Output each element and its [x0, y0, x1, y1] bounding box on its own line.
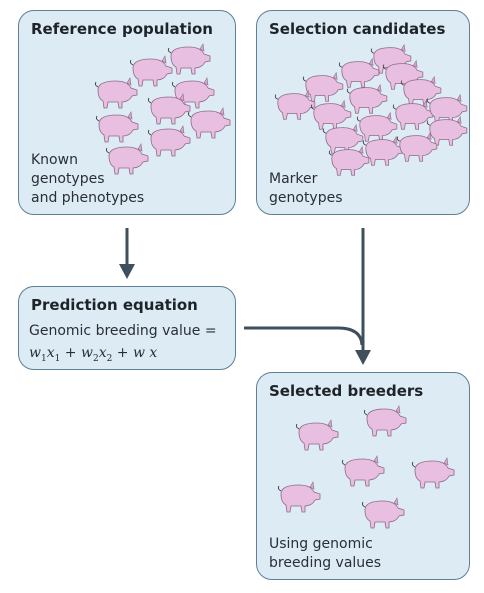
candidates-desc-line-2: genotypes — [269, 190, 343, 206]
eq-plus-2: + — [112, 345, 133, 361]
selected-breeders-box: Selected breeders Using genomic breeding… — [256, 372, 470, 580]
eq-x3: x — [144, 345, 158, 361]
arrow-reference-to-prediction — [119, 228, 135, 279]
arrow-prediction-merge — [244, 326, 364, 346]
eq-x1: x — [46, 345, 55, 361]
equation-line-2: w1x1 + w2x2 + w x — [29, 345, 157, 364]
eq-w2-sub: 2 — [92, 353, 99, 364]
eq-w2: w — [81, 345, 93, 361]
eq-x2-sub: 2 — [106, 353, 113, 364]
reference-desc-line-3: and phenotypes — [31, 190, 145, 206]
eq-w1: w — [29, 345, 41, 361]
arrow-down-icon — [119, 264, 135, 279]
reference-desc-line-1: Known — [31, 152, 78, 168]
breeders-desc-line-2: breeding values — [269, 555, 382, 571]
arrow-candidates-to-breeders — [355, 228, 371, 365]
eq-x1-sub: 1 — [54, 353, 61, 364]
arrow-down-icon — [355, 350, 371, 365]
prediction-equation-title: Prediction equation — [31, 296, 198, 314]
reference-desc-line-2: genotypes — [31, 171, 105, 187]
equation-line-1: Genomic breeding value = — [29, 323, 217, 339]
selection-candidates-title: Selection candidates — [269, 20, 446, 38]
eq-w3: w — [133, 345, 145, 361]
candidates-desc-line-1: Marker — [269, 171, 318, 187]
reference-population-title: Reference population — [31, 20, 213, 38]
eq-plus-1: + — [60, 345, 81, 361]
breeders-desc-line-1: Using genomic — [269, 536, 373, 552]
selected-breeders-title: Selected breeders — [269, 382, 424, 400]
eq-x2: x — [98, 345, 107, 361]
eq-w1-sub: 1 — [40, 353, 47, 364]
prediction-equation-box: Prediction equation Genomic breeding val… — [18, 286, 236, 370]
